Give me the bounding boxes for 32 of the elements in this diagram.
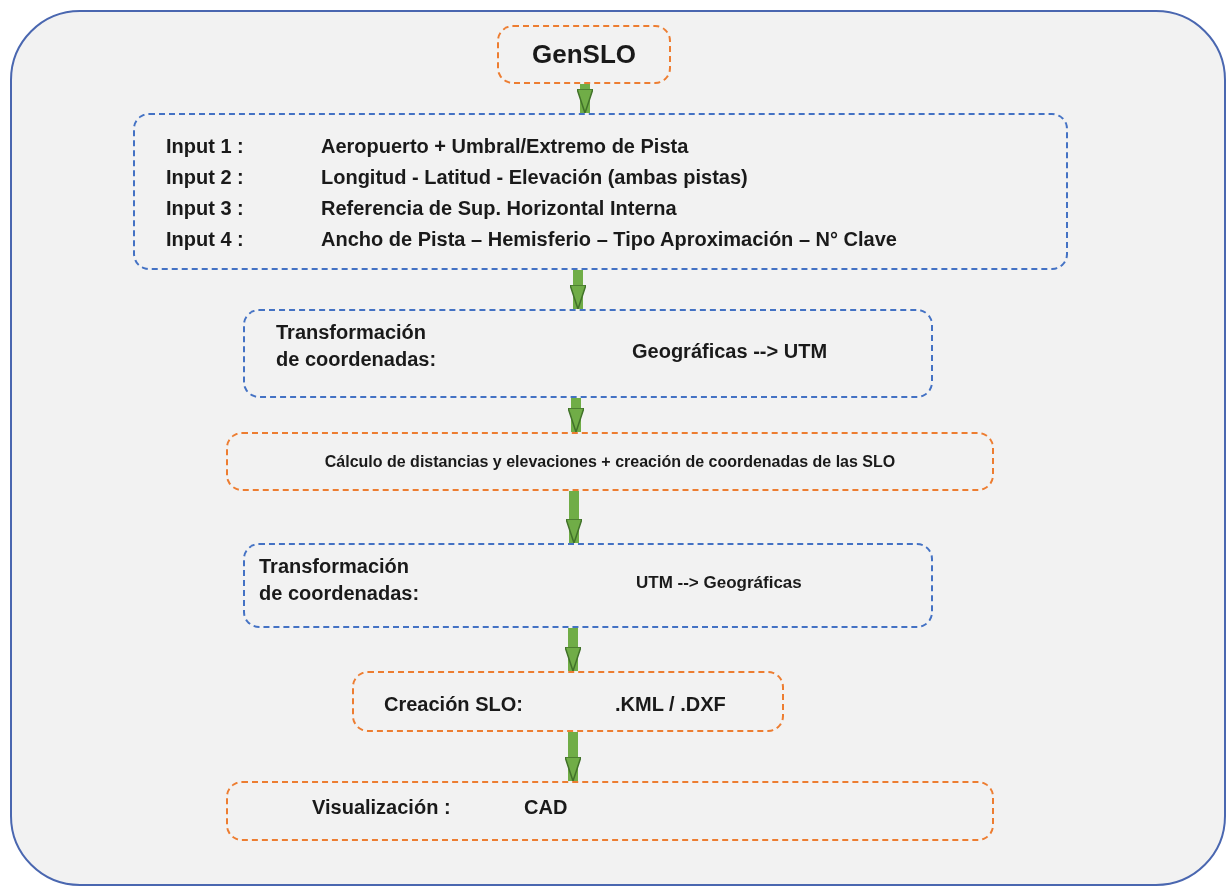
box-text: GenSLO (532, 37, 636, 71)
arrow (565, 491, 583, 544)
box-label: Creación SLO: (384, 692, 524, 717)
arrow (564, 732, 582, 782)
rounded-panel (10, 10, 1226, 886)
arrow (567, 398, 585, 433)
box-label: Transformación de coordenadas: (259, 554, 421, 606)
process-box (497, 25, 671, 84)
box-value: .KML / .DXF (615, 692, 727, 717)
input-label: Input 2 : (166, 165, 245, 190)
input-label: Input 1 : (166, 134, 245, 159)
box-label: Transformación de coordenadas: (276, 320, 438, 372)
input-value: Aeropuerto + Umbral/Extremo de Pista (321, 134, 690, 159)
input-value: Referencia de Sup. Horizontal Interna (321, 196, 678, 221)
arrow (564, 628, 582, 672)
process-box (226, 781, 994, 841)
process-box (243, 309, 933, 398)
input-box (133, 113, 1068, 270)
input-label: Input 4 : (166, 227, 245, 252)
input-value: Ancho de Pista – Hemisferio – Tipo Aproximación – N° Clave (321, 227, 898, 252)
input-value: Longitud - Latitud - Elevación (ambas pistas) (321, 165, 749, 190)
box-value: UTM --> Geográficas (636, 572, 803, 594)
process-box (243, 543, 933, 628)
arrow (569, 270, 587, 310)
box-label: Visualización : (312, 795, 452, 820)
box-text: Cálculo de distancias y elevaciones + creación de coordenadas de las SLO (324, 451, 896, 472)
input-label: Input 3 : (166, 196, 245, 221)
process-box (352, 671, 784, 732)
process-box (226, 432, 994, 491)
arrow (576, 84, 594, 114)
box-value: CAD (524, 795, 569, 820)
box-value: Geográficas --> UTM (632, 339, 829, 364)
